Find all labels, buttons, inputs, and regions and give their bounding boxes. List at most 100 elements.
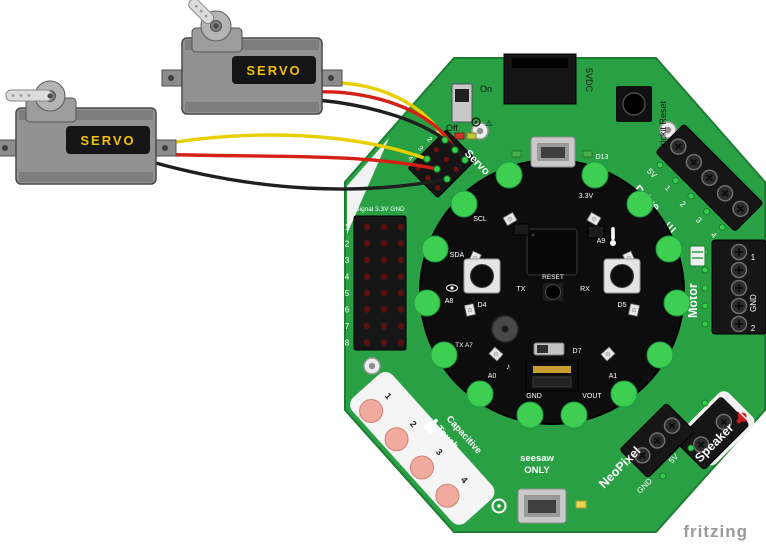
button-a-label: D4 [478, 302, 487, 309]
cpx-pad [646, 341, 674, 369]
drive-pad-dot [718, 223, 726, 231]
motor-pin-1: 1 [751, 253, 756, 262]
music-note-icon: ♪ [506, 362, 510, 371]
connection-dot [433, 165, 441, 173]
servo-pin-3: 3 [416, 145, 424, 153]
jst-contacts [533, 366, 571, 373]
servo-2-horn-screw [213, 23, 219, 29]
reset-button-cap [622, 92, 646, 116]
motor-icon-lines [692, 251, 703, 259]
motor-pad-dot [701, 266, 709, 274]
button-b-cap [610, 264, 634, 288]
neopixel-led [464, 303, 476, 317]
accelerometer-chip [513, 223, 530, 236]
usb-slot [528, 500, 556, 513]
circuit-playground-express: D13 [413, 136, 691, 429]
crickit-usb-port [517, 488, 567, 524]
cpx-led-d13 [582, 150, 593, 158]
connection-dot [443, 175, 451, 183]
touch-pin-3: 3 [434, 447, 445, 457]
d13-label: D13 [596, 154, 609, 161]
cpx-pad [516, 401, 544, 429]
button-a [463, 258, 501, 294]
power-symbol-icon [471, 117, 481, 127]
pad-label-a8: A8 [445, 298, 454, 305]
signal-pin-8: 8 [345, 339, 350, 348]
mounting-hole [363, 357, 381, 375]
pad-label-vout: VOUT [582, 393, 602, 400]
servo1-ground-wire [150, 160, 449, 191]
battery-connector [525, 360, 579, 392]
touch-silk-band [350, 371, 495, 525]
warning-icon: ⚠ [485, 119, 492, 128]
cpx-pad [495, 161, 523, 189]
servo-pin-2: 2 [425, 136, 433, 144]
status-led-yellow [575, 500, 587, 509]
cpx-pad [663, 289, 691, 317]
touch-pin-4: 4 [459, 475, 470, 485]
power-led-green [466, 132, 477, 140]
mcu-pin1-dot [531, 233, 535, 237]
cpx-pad [421, 235, 449, 263]
drive-terminal-block [656, 124, 763, 231]
jst-opening [532, 376, 572, 388]
cpx-pad [626, 190, 654, 218]
switch-label-d7: D7 [573, 348, 582, 355]
cpx-pad [450, 190, 478, 218]
drive-pad-dot [672, 177, 680, 185]
speaker-pad-dot [701, 399, 709, 407]
drive-pad-dot [656, 161, 664, 169]
drive-pin-2: 2 [678, 199, 688, 209]
servo-2: SERVO [161, 0, 343, 115]
motor-pad-dot [701, 284, 709, 292]
servo-1-horn-screw [47, 93, 53, 99]
slide-switch-knob [537, 345, 548, 353]
speaker-terminal-block [676, 391, 755, 470]
target-icon-dot [497, 504, 501, 508]
neopixel-led [628, 303, 640, 317]
servo-1: SERVO [0, 80, 177, 185]
signal-columns-label: Signal 3.3V GND [355, 206, 405, 213]
power-symbol-dot-icon [474, 120, 478, 124]
signal-pin-6: 6 [345, 306, 350, 315]
slide-switch-d7 [533, 342, 565, 356]
crickit-reset-label: Crickit Reset [658, 100, 668, 152]
connection-dot [461, 156, 469, 164]
power-switch [451, 83, 473, 123]
power-jack [503, 53, 577, 105]
seesaw-label-line1: seesaw [520, 453, 554, 464]
power-jack-opening [512, 58, 568, 68]
servo1-signal-wire [150, 133, 429, 161]
speaker-icon [736, 411, 748, 424]
power-led-red [454, 132, 465, 140]
touch-pad-1 [359, 398, 384, 423]
touch-pin-1: 1 [383, 391, 394, 401]
cpx-pad [466, 380, 494, 408]
pad-label-a0: A0 [488, 373, 497, 380]
button-b-label: D5 [618, 302, 627, 309]
drive-pin-1: 1 [663, 183, 673, 193]
cpx-pad [655, 235, 683, 263]
motor-pad-dot [701, 320, 709, 328]
motor-screw [730, 315, 748, 333]
signal-pin-1: 1 [345, 223, 350, 232]
fritzing-watermark: fritzing [683, 522, 748, 541]
signal-pin-2: 2 [345, 240, 350, 249]
servo-pin-4: 4 [406, 155, 414, 163]
button-b [603, 258, 641, 294]
motor-icon [689, 245, 706, 267]
sensor-chip [587, 225, 605, 239]
speaker-block-body [676, 397, 749, 470]
cpx-pad [560, 401, 588, 429]
pad-label-sda: SDA [450, 252, 465, 259]
touch-pad-2 [384, 427, 409, 452]
signal-pin-holes [362, 222, 406, 347]
connection-dot [451, 146, 459, 154]
drive-pad-dot [703, 208, 711, 216]
pad-label-gnd: GND [526, 393, 542, 400]
motor-pin-2: 2 [751, 324, 756, 333]
connection-dot [441, 136, 449, 144]
drive-pad-dot [687, 192, 695, 200]
